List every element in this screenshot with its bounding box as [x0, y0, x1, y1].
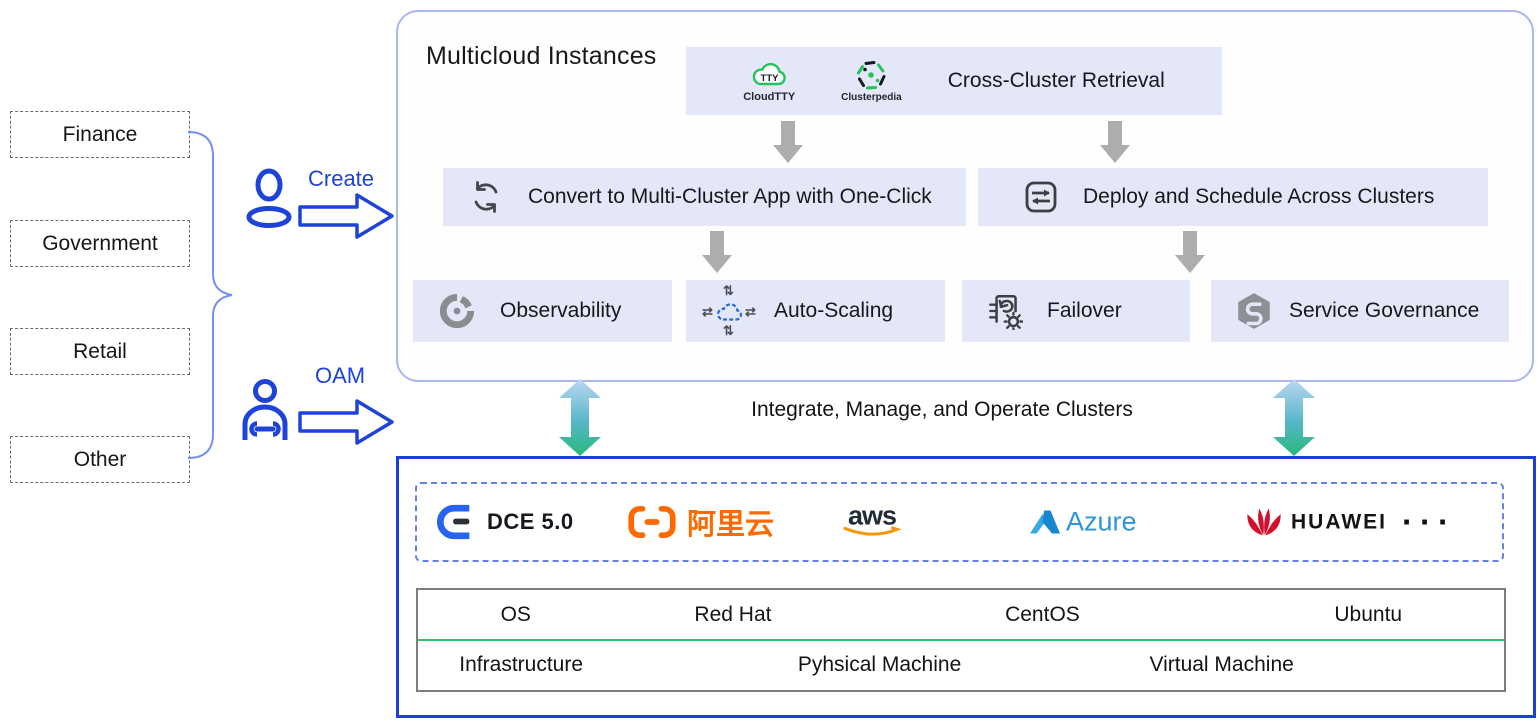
autoscaling-label: Auto-Scaling: [774, 299, 894, 322]
user-icon: [246, 168, 292, 228]
integration-label: Integrate, Manage, and Operate Clusters: [742, 393, 1142, 427]
dce-icon: [437, 504, 470, 540]
sector-label: Government: [42, 231, 158, 255]
cloudtty-icon: TTY: [752, 63, 786, 86]
azure-logo: Azure: [1030, 507, 1137, 538]
autoscale-arrows-right-icon: ⇄: [745, 304, 756, 319]
oam-arrow-icon: [298, 399, 394, 445]
convert-refresh-icon: [474, 181, 498, 213]
alibaba-cloud-logo: 阿里云: [627, 501, 774, 543]
autoscale-arrows-left-icon: ⇄: [702, 304, 713, 319]
azure-label: Azure: [1066, 506, 1137, 537]
sync-arrow-icon: [1273, 379, 1315, 456]
create-label: Create: [308, 166, 375, 191]
convert-label: Convert to Multi-Cluster App with One-Cl…: [528, 185, 932, 208]
table-cell: CentOS: [1005, 603, 1080, 626]
aws-label: aws: [847, 500, 897, 531]
deploy-sliders-icon: [1025, 181, 1057, 213]
table-cell: Virtual Machine: [1149, 653, 1294, 676]
failover-tile: Failover: [962, 280, 1190, 342]
clusterpedia-label: Clusterpedia: [841, 91, 902, 103]
aws-logo: aws: [842, 500, 902, 538]
cloudtty-tool: TTY CloudTTY: [743, 59, 795, 103]
sector-label: Retail: [73, 339, 127, 363]
brace-icon: [187, 131, 233, 459]
flow-arrow-down-icon: [1100, 121, 1130, 163]
sector-box-government: Government: [10, 220, 190, 267]
table-cell: OS: [500, 603, 531, 626]
table-cell: Red Hat: [694, 603, 772, 626]
autoscale-arrows-up-icon: ⇅: [723, 283, 734, 298]
aws-swoosh-icon: [843, 526, 902, 536]
autoscale-icon: ⇅ ⇅ ⇄ ⇄: [702, 284, 758, 338]
sector-box-retail: Retail: [10, 328, 190, 375]
sector-box-finance: Finance: [10, 111, 190, 158]
dce-logo: DCE 5.0: [435, 502, 574, 542]
service-governance-label: Service Governance: [1289, 299, 1480, 322]
infrastructure-row: Infrastructure Pyhsical Machine Virtual …: [418, 640, 1504, 690]
sync-arrow-icon: [559, 379, 601, 456]
cloudtty-label: CloudTTY: [743, 91, 796, 103]
oam-label: OAM: [315, 363, 366, 388]
autoscaling-tile: ⇅ ⇅ ⇄ ⇄ Auto-Scaling: [686, 280, 945, 342]
operator-wrench-icon: [242, 379, 288, 440]
alibaba-label: 阿里云: [687, 509, 775, 541]
huawei-label: HUAWEI: [1291, 510, 1387, 533]
failover-label: Failover: [1047, 299, 1122, 322]
clusterpedia-icon: [857, 60, 886, 89]
convert-tile: Convert to Multi-Cluster App with One-Cl…: [443, 168, 966, 226]
azure-icon: [1030, 510, 1060, 533]
deploy-label: Deploy and Schedule Across Clusters: [1083, 185, 1435, 208]
autoscale-arrows-down-icon: ⇅: [723, 323, 734, 338]
cross-cluster-retrieval-tile: TTY CloudTTY Clusterpedia Cross-Cluster …: [686, 47, 1222, 115]
huawei-flower-icon: [1247, 508, 1281, 536]
table-cell: Ubuntu: [1334, 603, 1403, 626]
more-providers-icon: ···: [1402, 503, 1456, 540]
sector-label: Other: [73, 447, 127, 471]
flow-arrow-down-icon: [1175, 231, 1205, 273]
table-cell: Pyhsical Machine: [797, 653, 962, 676]
alibaba-brackets-icon: [628, 505, 676, 539]
sector-label: Finance: [62, 122, 138, 146]
dce-label: DCE 5.0: [487, 509, 574, 534]
infra-table: OS Red Hat CentOS Ubuntu Infrastructure …: [416, 588, 1506, 692]
panel-title: Multicloud Instances: [426, 42, 657, 70]
flow-arrow-down-icon: [773, 121, 803, 163]
service-governance-tile: Service Governance: [1211, 280, 1509, 342]
svg-text:TTY: TTY: [761, 73, 780, 84]
observability-tile: Observability: [413, 280, 672, 342]
os-row: OS Red Hat CentOS Ubuntu: [418, 590, 1504, 640]
clusterpedia-tool: Clusterpedia: [841, 60, 902, 103]
infrastructure-panel: DCE 5.0 阿里云 aws: [396, 456, 1536, 718]
table-divider: [418, 639, 1504, 641]
sector-box-other: Other: [10, 436, 190, 483]
observability-donut-icon: [439, 293, 475, 329]
table-cell: Infrastructure: [459, 653, 584, 676]
observability-label: Observability: [500, 299, 622, 322]
providers-box: DCE 5.0 阿里云 aws: [415, 482, 1504, 562]
cross-cluster-retrieval-label: Cross-Cluster Retrieval: [947, 69, 1165, 92]
failover-icon: [989, 294, 1023, 330]
autoscale-cloud-icon: [717, 303, 743, 321]
service-governance-icon: [1238, 293, 1270, 329]
create-arrow-icon: [298, 193, 394, 239]
huawei-logo: HUAWEI: [1245, 507, 1387, 538]
flow-arrow-down-icon: [702, 231, 732, 273]
deploy-tile: Deploy and Schedule Across Clusters: [978, 168, 1488, 226]
